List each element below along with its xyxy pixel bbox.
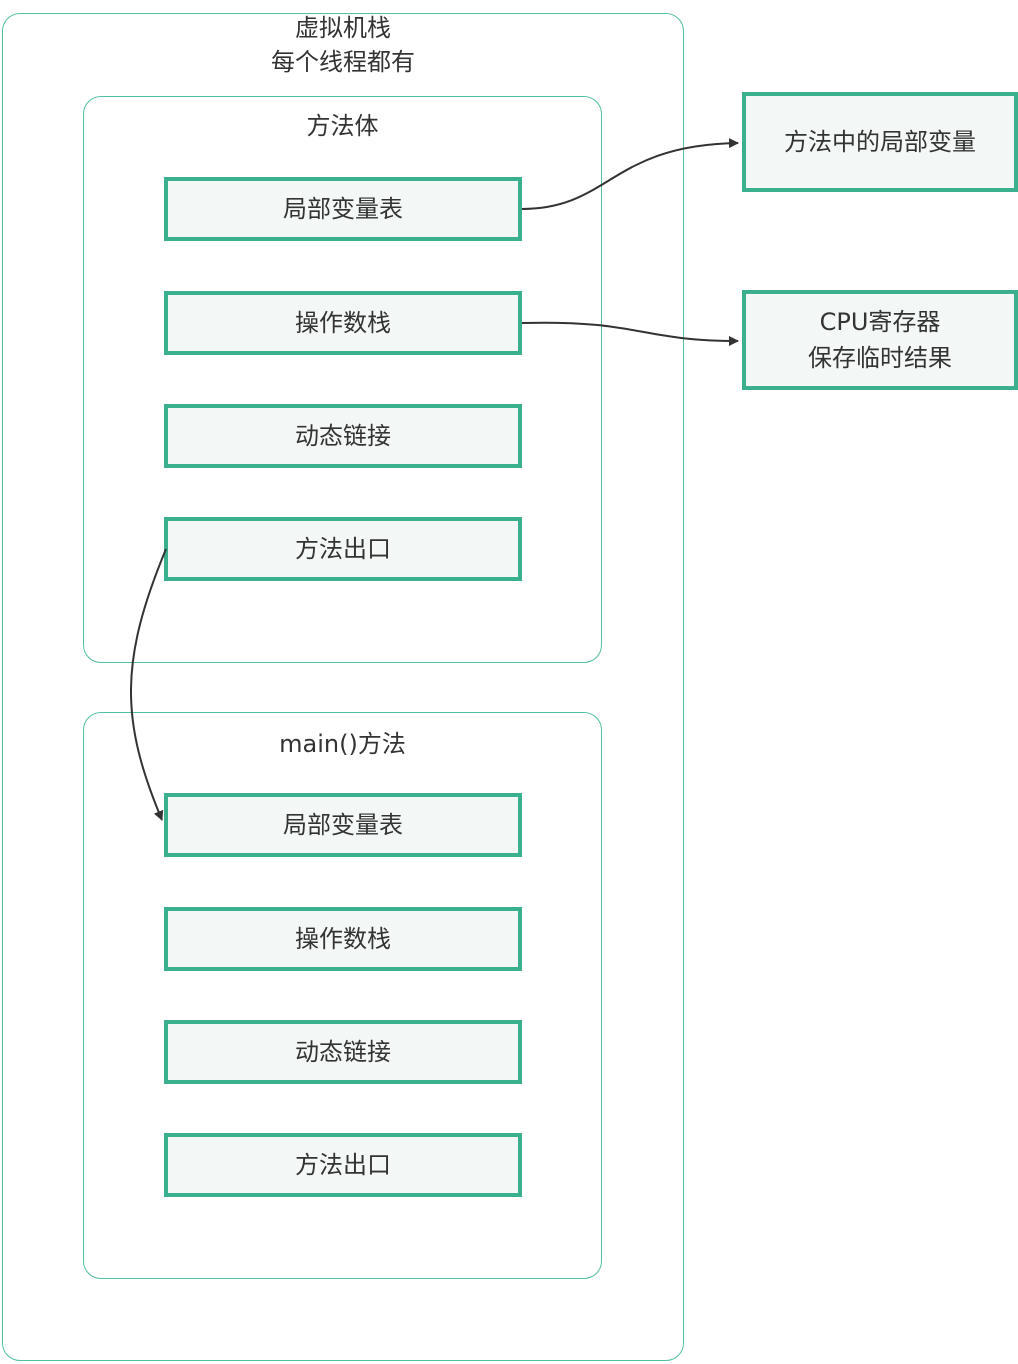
method-operand-stack: 操作数栈 (164, 291, 522, 355)
jvm-stack-container: 虚拟机栈 每个线程都有 (2, 13, 684, 1361)
arrow-local-vars-to-note (521, 138, 739, 210)
method-frame-title: 方法体 (306, 112, 379, 140)
jvm-stack-title-line1: 虚拟机栈 (295, 14, 391, 42)
jvm-stack-title-line2: 每个线程都有 (271, 48, 415, 76)
main-operand-stack: 操作数栈 (164, 907, 522, 971)
main-frame-title: main()方法 (279, 730, 406, 758)
method-local-variable-table: 局部变量表 (164, 177, 522, 241)
arrow-operand-to-note (521, 321, 739, 346)
note-cpu-registers: CPU寄存器 保存临时结果 (742, 290, 1018, 390)
main-local-variable-table: 局部变量表 (164, 793, 522, 857)
main-dynamic-linking: 动态链接 (164, 1020, 522, 1084)
main-return-address: 方法出口 (164, 1133, 522, 1197)
method-return-address: 方法出口 (164, 517, 522, 581)
jvm-stack-title: 虚拟机栈 每个线程都有 (3, 11, 683, 79)
arrow-return-to-main (130, 548, 167, 821)
note-local-variables: 方法中的局部变量 (742, 92, 1018, 192)
method-frame: 方法体 (83, 96, 602, 663)
method-dynamic-linking: 动态链接 (164, 404, 522, 468)
main-frame: main()方法 (83, 712, 602, 1279)
